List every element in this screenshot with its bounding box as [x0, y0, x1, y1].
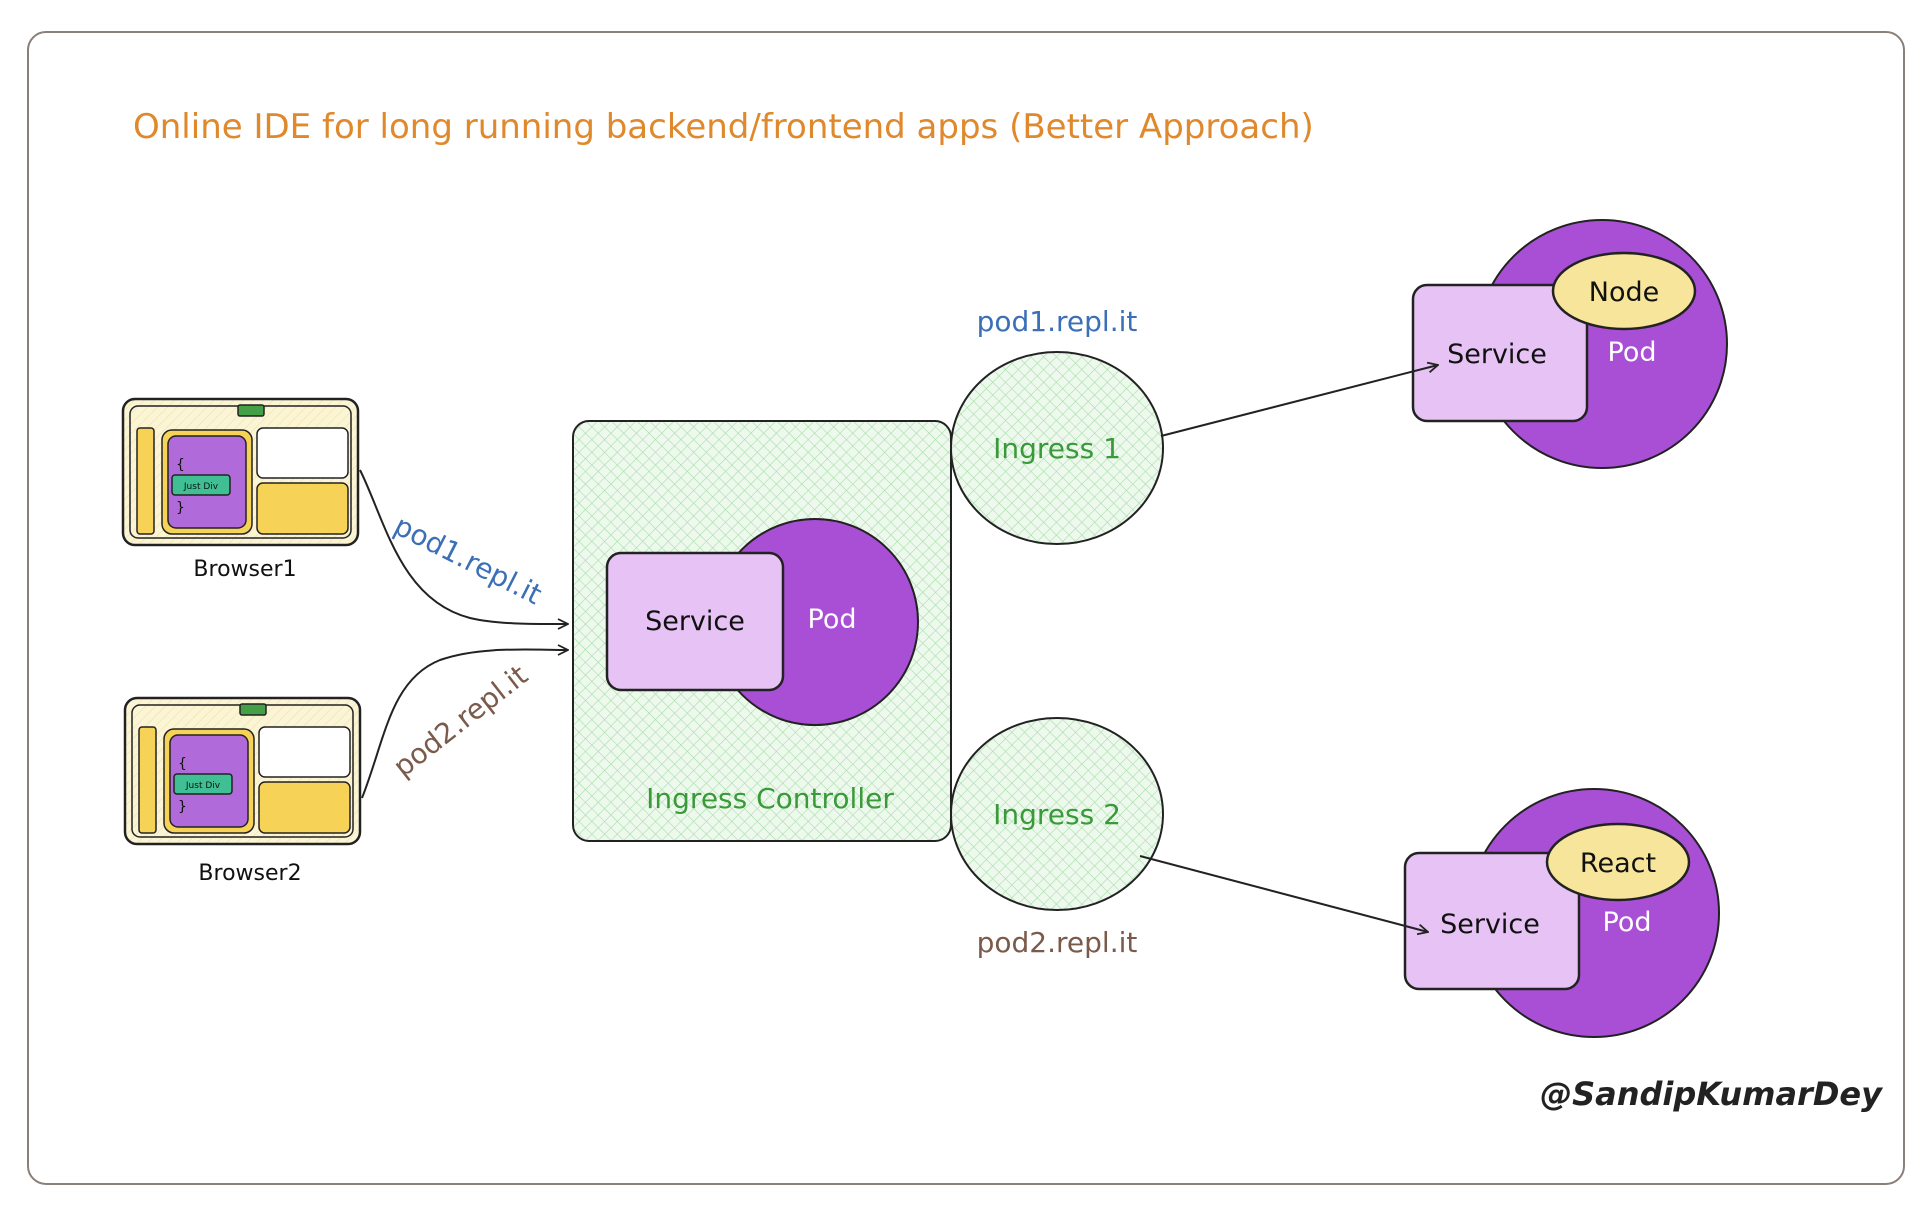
edge-label-ingress2: pod2.repl.it: [977, 926, 1138, 959]
pod2-runtime-label: React: [1580, 848, 1656, 879]
arrow-ingress2-to-pod2: [1139, 855, 1428, 932]
browser2-widget-text: Just Div: [185, 781, 221, 791]
pod1-service-box: [1411, 283, 1589, 423]
browser2-icon: Just Div { }: [123, 696, 362, 846]
browser1-brace-open: {: [176, 457, 185, 473]
pod1-runtime-badge: [1551, 251, 1697, 331]
arrow-ingress1-to-pod1: [1160, 365, 1438, 437]
pod2-runtime-badge: [1545, 822, 1691, 902]
arrow-browser2-to-controller: [361, 649, 568, 799]
pod2-service-label: Service: [1440, 909, 1540, 940]
ingress1-circle: [950, 351, 1164, 545]
arrow-browser1-to-controller: [359, 469, 568, 624]
controller-service-box: [605, 551, 785, 692]
ingress2-label: Ingress 2: [993, 798, 1121, 831]
browser1-icon: Just Div { }: [121, 397, 360, 547]
diagram-title: Online IDE for long running backend/fron…: [133, 107, 1314, 147]
browser1-widget-text: Just Div: [183, 482, 219, 492]
edge-label-ingress1: pod1.repl.it: [977, 305, 1138, 338]
pod1-runtime-label: Node: [1589, 277, 1659, 308]
browser2-brace-open: {: [178, 756, 187, 772]
ingress1-label: Ingress 1: [993, 432, 1121, 465]
pod2-service-box: [1403, 851, 1581, 991]
ingress2-circle: [950, 717, 1164, 911]
pod1-service-label: Service: [1447, 339, 1547, 370]
pod2-pod-label: Pod: [1603, 907, 1652, 938]
browser2-label: Browser2: [198, 861, 301, 886]
browser1-brace-close: }: [176, 500, 185, 516]
controller-pod-label: Pod: [808, 604, 857, 635]
browser1-label: Browser1: [193, 557, 296, 582]
browser2-brace-close: }: [178, 799, 187, 815]
pod1-pod-label: Pod: [1608, 337, 1657, 368]
author-signature: @SandipKumarDey: [1540, 1075, 1883, 1113]
controller-service-label: Service: [645, 606, 745, 637]
ingress-controller-label: Ingress Controller: [646, 782, 894, 815]
